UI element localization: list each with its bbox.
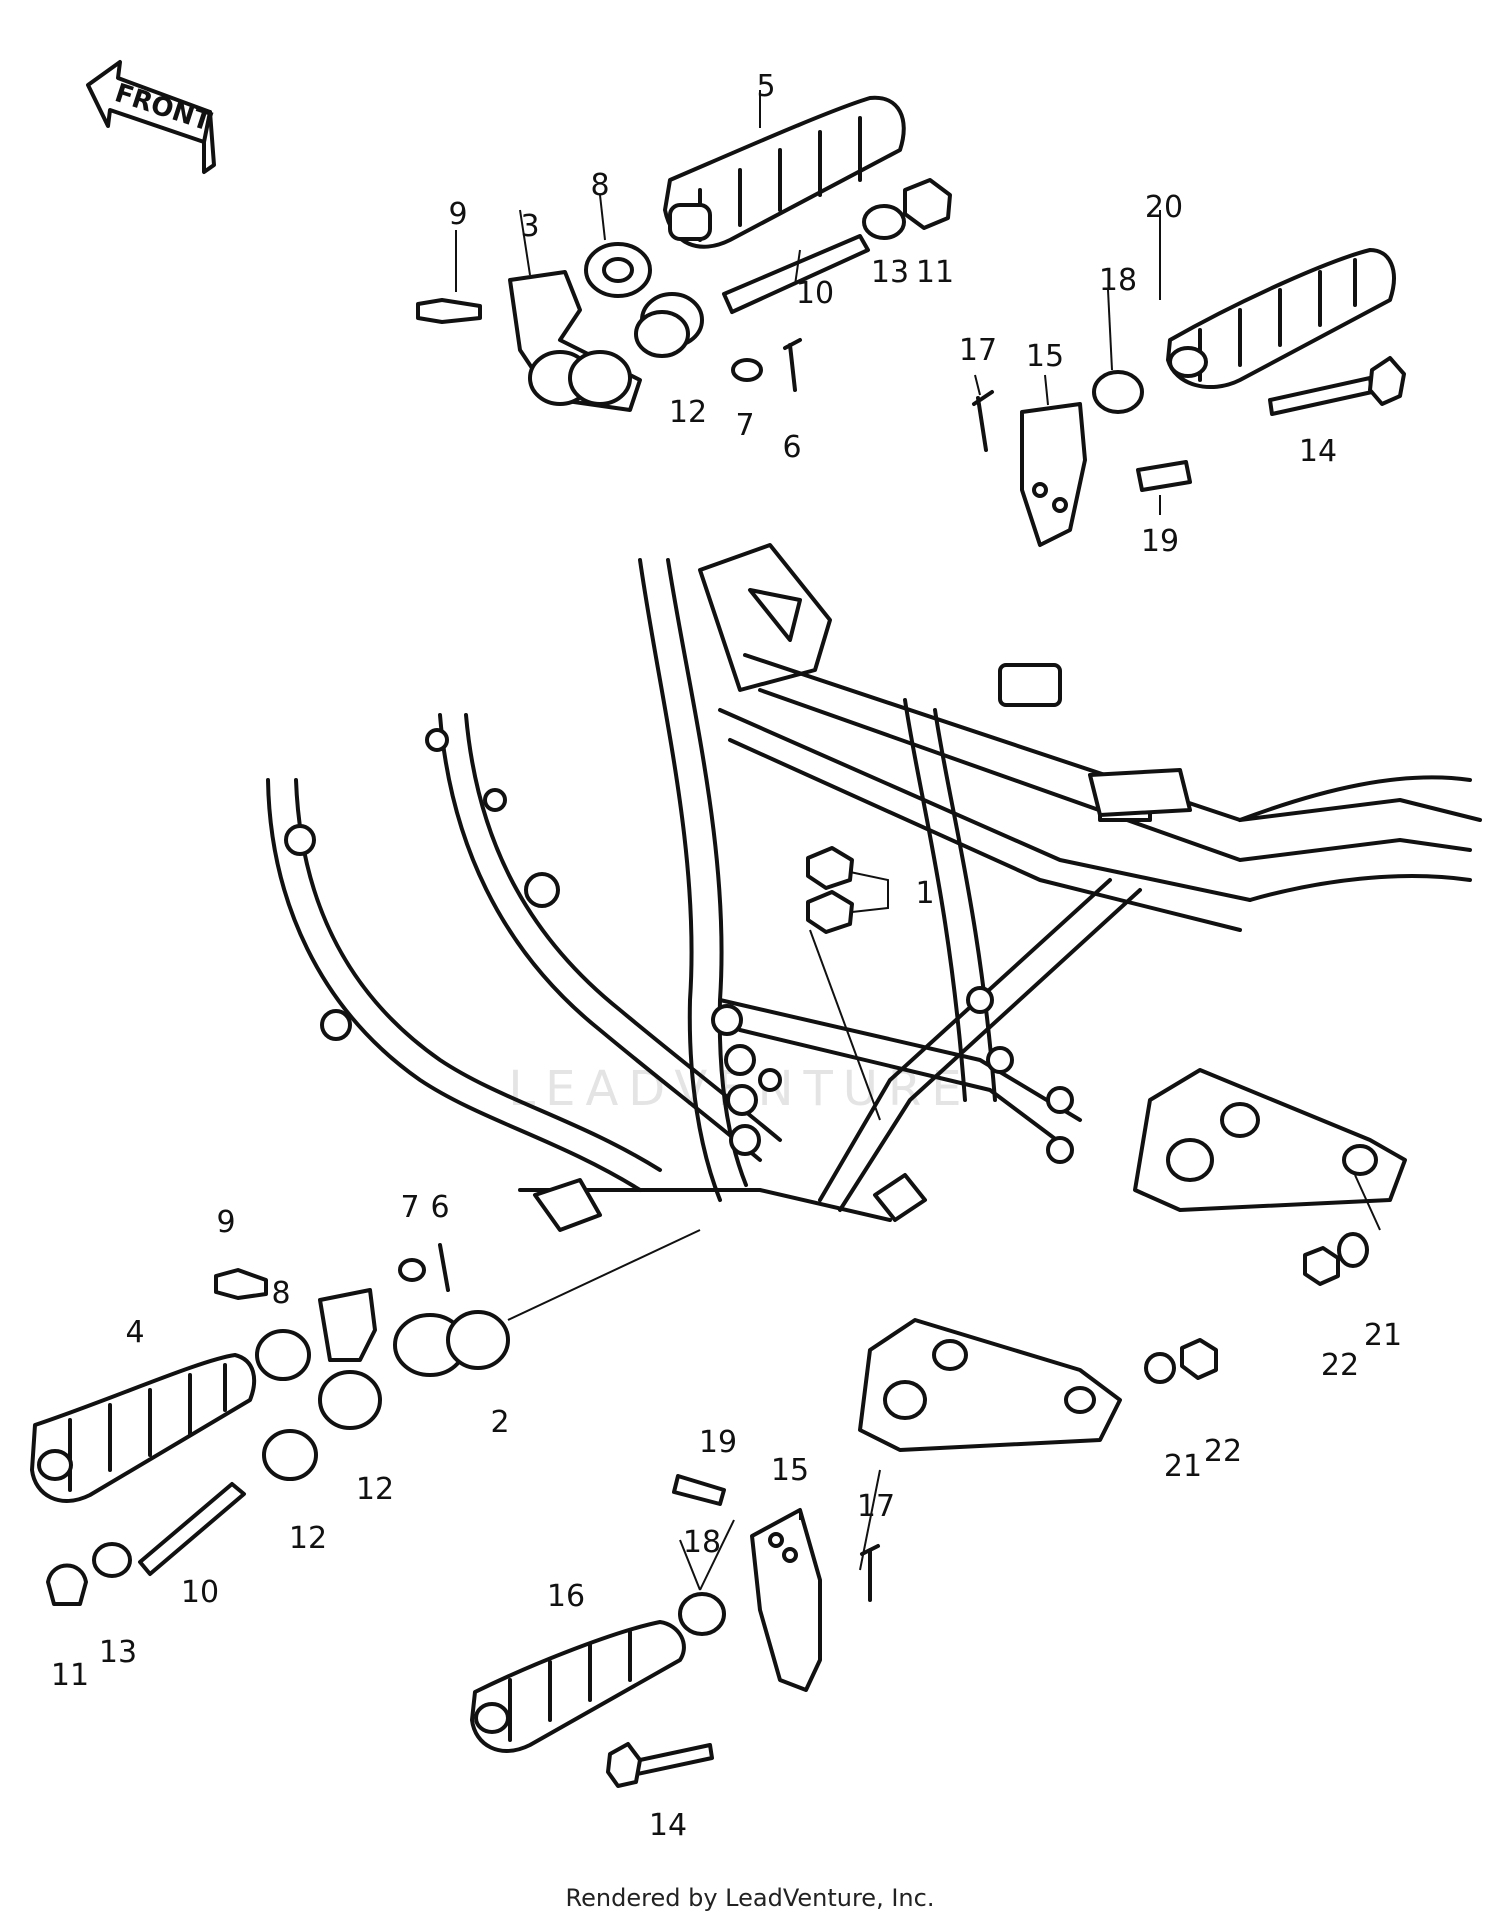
part-19-clevis-pin [1136,460,1192,492]
callout-19a: 19 [1141,524,1179,559]
callout-17a: 17 [959,333,997,368]
callout-18a: 18 [1099,263,1137,298]
part-8-washer [584,242,652,298]
part-3-footpeg-bracket [508,270,642,412]
part-19-clevis-pin-lower [672,1474,726,1506]
callout-10a: 10 [796,276,834,311]
part-13-washer-lower [92,1542,132,1578]
callout-13b: 13 [99,1635,137,1670]
callout-22a: 22 [1321,1348,1359,1383]
part-15-footpeg-bracket [1020,402,1087,547]
part-9-clevis-pin-lower [214,1268,268,1300]
part-17-cotter-pin-lower [860,1544,880,1602]
callout-18b: 18 [683,1525,721,1560]
part-18-washer-lower [678,1592,726,1636]
callout-21a: 21 [1364,1318,1402,1353]
front-arrow-icon: FRONT [86,60,216,174]
callout-labels: 1 2 3 4 5 6 6 7 7 8 8 9 9 10 10 11 11 12… [51,69,1402,1843]
callout-22b: 22 [1204,1434,1242,1469]
part-1-nut-pair [806,846,889,1121]
part-6-cotter-pin-lower [438,1243,450,1292]
callout-12c: 12 [289,1521,327,1556]
part-11-acorn-nut [903,178,952,230]
part-4-footpeg-rubber-lower [30,1353,257,1503]
leader-lines [455,90,1161,1591]
callout-8a: 8 [590,168,609,203]
callout-12b: 12 [356,1472,394,1507]
callout-20: 20 [1145,190,1183,225]
callout-2: 2 [490,1405,509,1440]
callout-5: 5 [756,69,775,104]
part-11-acorn-nut-lower [46,1563,88,1606]
part-10-pivot-pin-lower [138,1482,246,1576]
part-22-nut-lower [1180,1338,1218,1380]
callout-13a: 13 [871,255,909,290]
motorcycle-frame [266,543,1482,1232]
callout-14b: 14 [649,1808,687,1843]
callout-21b: 21 [1164,1449,1202,1484]
callout-17b: 17 [857,1489,895,1524]
callout-8b: 8 [271,1276,290,1311]
part-12-bushing [634,292,704,358]
part-20-footpeg-rubber [1166,248,1396,390]
callout-15a: 15 [1026,339,1064,374]
part-8-washer-lower [255,1329,311,1381]
callout-4: 4 [125,1315,144,1350]
rear-footrest-plate-upper [1133,1068,1407,1231]
part-14-bolt-lower [606,1742,714,1788]
part-17-cotter-pin [972,390,994,452]
part-2-pivot-bracket [393,1229,701,1377]
callout-11a: 11 [916,255,954,290]
callout-12a: 12 [669,395,707,430]
part-7-washer-lower [398,1258,426,1282]
part-14-bolt [1268,356,1406,416]
part-3-bracket-lower [318,1288,377,1362]
callout-10b: 10 [181,1575,219,1610]
part-18-washer [1092,370,1144,414]
footer-credit: Rendered by LeadVenture, Inc. [565,1884,935,1912]
callout-1: 1 [915,876,934,911]
rear-footrest-plate-lower [858,1318,1122,1452]
callout-9a: 9 [448,197,467,232]
part-7-washer [731,358,763,382]
part-22-nut [1303,1246,1340,1286]
part-6-cotter-pin [783,338,802,392]
part-9-clevis-pin [416,298,482,324]
part-16-footpeg-rubber [470,1620,686,1753]
callout-16: 16 [547,1579,585,1614]
part-21-washer [1337,1232,1369,1268]
callout-3: 3 [520,209,539,244]
callout-14a: 14 [1299,434,1337,469]
callout-9b: 9 [216,1205,235,1240]
part-12-bushing-lower [262,1370,382,1481]
part-5-footpeg-rubber [663,95,906,249]
callout-6a: 6 [782,430,801,465]
part-21-washer-lower [1144,1352,1176,1384]
callout-6b: 6 [430,1190,449,1225]
callout-7a: 7 [735,408,754,443]
callout-19b: 19 [699,1425,737,1460]
part-13-washer [862,204,906,240]
callout-11b: 11 [51,1658,89,1693]
callout-7b: 7 [400,1190,419,1225]
part-15-bracket-lower [750,1508,822,1692]
callout-15b: 15 [771,1453,809,1488]
